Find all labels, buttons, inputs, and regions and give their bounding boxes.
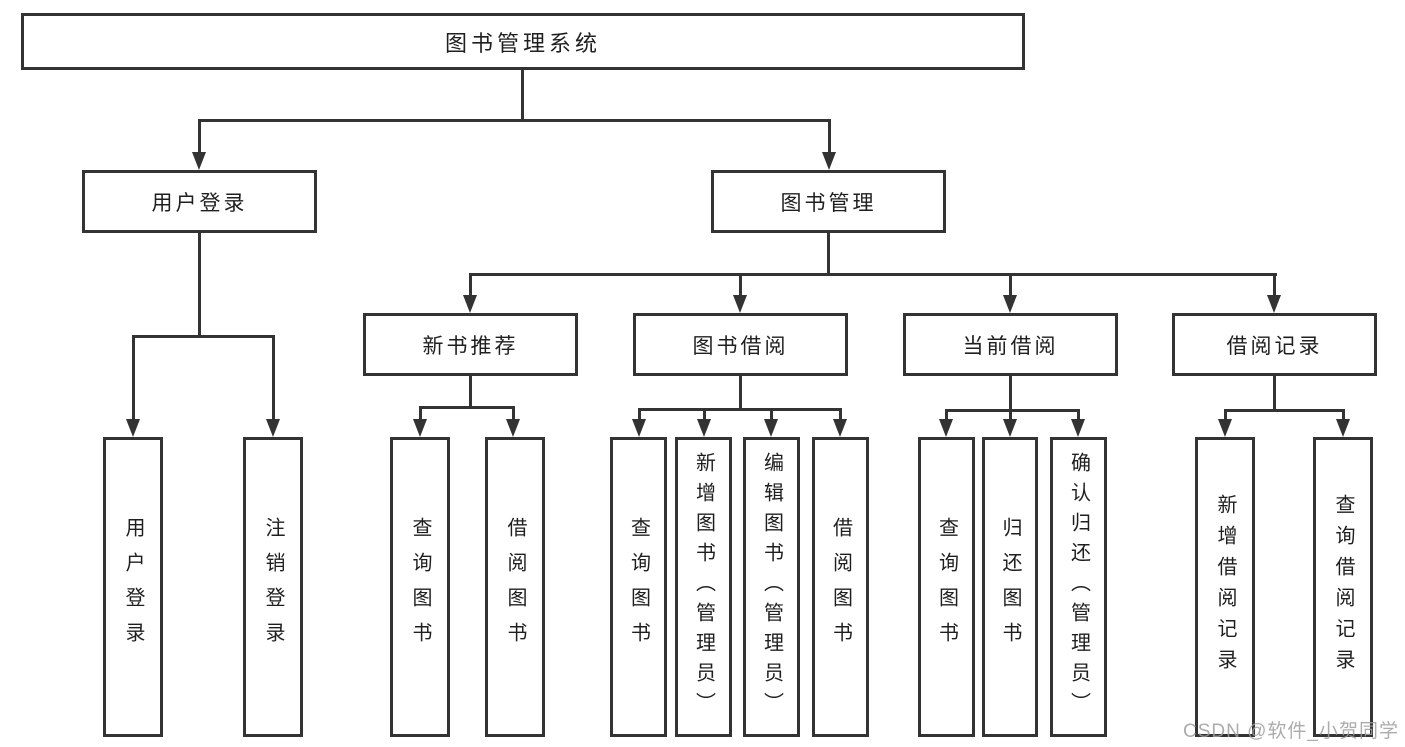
connector-line — [132, 335, 135, 419]
arrow-down-icon — [733, 295, 747, 313]
node-current-borrow: 当前借阅 — [903, 313, 1118, 376]
connector-line — [1273, 376, 1276, 409]
arrow-down-icon — [632, 419, 646, 437]
node-root-label: 图书管理系统 — [444, 30, 601, 56]
connector-line — [469, 273, 1277, 276]
connector-line — [198, 233, 201, 335]
connector-line — [739, 273, 742, 296]
arrow-down-icon — [697, 419, 711, 437]
leaf-query-books-current: 查询图书 — [918, 437, 975, 737]
connector-line — [1009, 409, 1012, 419]
node-borrow-records-label: 借阅记录 — [1226, 334, 1323, 358]
leaf-confirm-return-admin: 确认归还（管理员） — [1050, 437, 1107, 737]
node-current-borrow-label: 当前借阅 — [962, 334, 1059, 358]
connector-line — [945, 409, 948, 419]
arrow-down-icon — [1267, 295, 1281, 313]
connector-line — [1224, 409, 1227, 419]
leaf-add-book-admin: 新增图书（管理员） — [675, 437, 732, 737]
connector-line — [638, 408, 842, 411]
arrow-down-icon — [1003, 419, 1017, 437]
arrow-down-icon — [1003, 295, 1017, 313]
connector-line — [512, 406, 515, 419]
arrow-down-icon — [413, 419, 427, 437]
node-borrow-records: 借阅记录 — [1172, 313, 1377, 376]
leaf-query-borrow-record: 查询借阅记录 — [1313, 437, 1373, 737]
arrow-down-icon — [463, 295, 477, 313]
arrow-down-icon — [764, 419, 778, 437]
connector-line — [521, 70, 524, 120]
arrow-down-icon — [833, 419, 847, 437]
arrow-down-icon — [822, 152, 836, 170]
connector-line — [198, 119, 201, 153]
node-user-login-label: 用户登录 — [151, 191, 248, 215]
arrow-down-icon — [1071, 419, 1085, 437]
arrow-down-icon — [126, 419, 140, 437]
connector-line — [839, 408, 842, 419]
connector-line — [1009, 273, 1012, 296]
connector-line — [419, 406, 515, 409]
arrow-down-icon — [266, 419, 280, 437]
connector-line — [703, 408, 706, 419]
leaf-return-book: 归还图书 — [982, 437, 1038, 737]
leaf-borrow-book: 借阅图书 — [812, 437, 869, 737]
connector-line — [419, 406, 422, 419]
leaf-borrow-book-recommend: 借阅图书 — [485, 437, 545, 737]
connector-line — [828, 119, 831, 153]
connector-line — [945, 409, 1080, 412]
connector-line — [1009, 376, 1012, 409]
connector-line — [1224, 409, 1344, 412]
connector-line — [469, 273, 472, 296]
arrow-down-icon — [1336, 419, 1350, 437]
node-root: 图书管理系统 — [21, 13, 1025, 70]
connector-line — [1273, 273, 1276, 296]
connector-line — [827, 233, 830, 273]
arrow-down-icon — [506, 419, 520, 437]
node-book-management-label: 图书管理 — [780, 191, 877, 215]
node-book-borrow: 图书借阅 — [633, 313, 848, 376]
connector-line — [198, 119, 831, 122]
leaf-logout: 注销登录 — [243, 437, 303, 737]
connector-line — [469, 376, 472, 406]
arrow-down-icon — [939, 419, 953, 437]
node-new-book-recommend: 新书推荐 — [363, 313, 578, 376]
node-book-management: 图书管理 — [711, 170, 946, 233]
connector-line — [132, 335, 274, 338]
leaf-query-books-recommend: 查询图书 — [390, 437, 450, 737]
leaf-user-login-action: 用户登录 — [103, 437, 163, 737]
connector-line — [1077, 409, 1080, 419]
node-new-book-recommend-label: 新书推荐 — [422, 334, 519, 358]
connector-line — [272, 335, 275, 419]
connector-line — [739, 376, 742, 408]
connector-line — [1342, 409, 1345, 419]
node-user-login: 用户登录 — [82, 170, 317, 233]
leaf-add-borrow-record: 新增借阅记录 — [1195, 437, 1255, 737]
arrow-down-icon — [1218, 419, 1232, 437]
connector-line — [638, 408, 641, 419]
node-book-borrow-label: 图书借阅 — [692, 334, 789, 358]
csdn-watermark: CSDN @软件_小贺同学 — [1183, 721, 1399, 742]
connector-line — [770, 408, 773, 419]
arrow-down-icon — [192, 152, 206, 170]
leaf-edit-book-admin: 编辑图书（管理员） — [743, 437, 800, 737]
leaf-query-books-borrow: 查询图书 — [610, 437, 667, 737]
